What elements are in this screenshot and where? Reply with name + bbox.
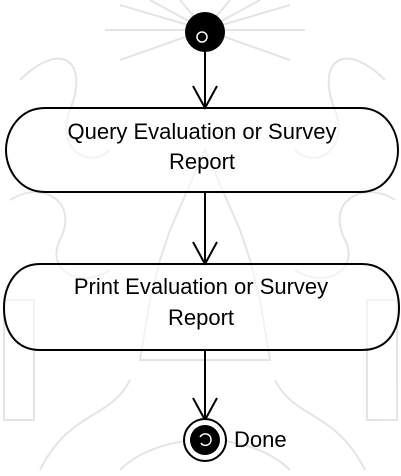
initial-node xyxy=(185,12,225,52)
activity-print-report: Print Evaluation or Survey Report xyxy=(2,263,401,351)
activity-print-label-line1: Print Evaluation or Survey xyxy=(74,274,328,299)
final-node-label: Done xyxy=(234,427,287,452)
activity-print-label-line2: Report xyxy=(168,305,234,330)
activity-query-report: Query Evaluation or Survey Report xyxy=(4,107,400,193)
activity-query-label-line1: Query Evaluation or Survey xyxy=(67,119,336,144)
flow-arrow-start-to-query xyxy=(192,52,218,111)
watermark-ornament xyxy=(3,0,398,471)
final-node xyxy=(183,418,227,462)
flow-arrow-query-to-print xyxy=(192,192,218,267)
activity-query-label-line2: Report xyxy=(169,149,235,174)
